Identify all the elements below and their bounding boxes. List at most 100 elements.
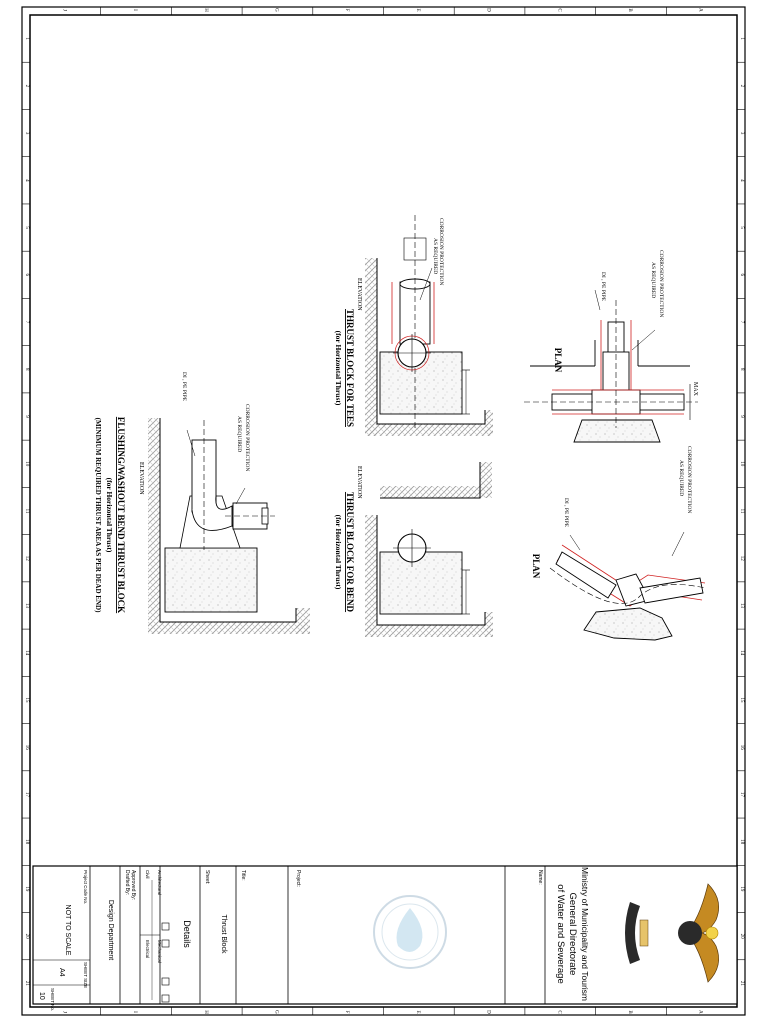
tees-subtitle: (for Horizontal Thrust) bbox=[334, 331, 343, 406]
grid-letter: A bbox=[698, 8, 703, 12]
tees-elev-corrosion-line2: AS REQUIRED bbox=[432, 238, 438, 274]
tees-plan-label: PLAN bbox=[553, 348, 563, 373]
sheet-size-value: A4 bbox=[58, 968, 65, 977]
grid-letter: A bbox=[698, 1010, 703, 1014]
grid-letter: C bbox=[556, 1010, 561, 1014]
grid-letter: H bbox=[203, 1010, 208, 1014]
grid-number: 4 bbox=[24, 179, 29, 182]
grid-number: 3 bbox=[24, 132, 29, 135]
tees-max-label: MAX bbox=[692, 382, 698, 397]
grid-number: 17 bbox=[739, 792, 744, 798]
ministry-logo bbox=[625, 883, 719, 983]
grid-number: 9 bbox=[739, 415, 744, 418]
grid-number: 16 bbox=[24, 745, 29, 751]
grid-letter: G bbox=[273, 8, 278, 12]
drafted-value: Design Department bbox=[107, 900, 114, 960]
tees-elev-corrosion-line1: CORROSION PROTECTION bbox=[438, 218, 444, 285]
grid-letter: D bbox=[486, 1010, 491, 1014]
flushing-title: FLUSHING/WASHOUT BEND THRUST BLOCK bbox=[116, 417, 126, 613]
grid-letter: I bbox=[132, 1011, 137, 1013]
sheet-size-label: SHEET SIZE bbox=[83, 962, 88, 988]
grid-letter: E bbox=[415, 1010, 420, 1013]
grid-number: 8 bbox=[24, 368, 29, 371]
grid-number: 13 bbox=[739, 603, 744, 609]
grid-letter: C bbox=[556, 8, 561, 12]
electrical-label: Electrical bbox=[145, 940, 150, 958]
grid-number: 9 bbox=[24, 415, 29, 418]
ministry-line-1: Ministry of Municipality and Tourism bbox=[580, 867, 590, 1001]
grid-number: 11 bbox=[24, 509, 29, 514]
grid-number: 13 bbox=[24, 603, 29, 609]
bend-elevation-drawing bbox=[365, 462, 493, 637]
grid-number: 15 bbox=[739, 697, 744, 703]
grid-number: 2 bbox=[24, 85, 29, 88]
bend-subtitle: (for Horizontal Thrust) bbox=[334, 515, 343, 590]
grid-number: 14 bbox=[24, 650, 29, 656]
name-label: Name: bbox=[537, 870, 543, 885]
tees-plan-corrosion-line2: AS REQUIRED bbox=[650, 262, 656, 298]
grid-number: 10 bbox=[24, 461, 29, 467]
sheet-number-value: 10 bbox=[38, 992, 45, 1000]
grid-number: 14 bbox=[739, 650, 744, 656]
grid-number: 1 bbox=[24, 37, 29, 40]
bend-plan-corrosion-line2: AS REQUIRED bbox=[678, 460, 684, 496]
grid-letter: J bbox=[61, 1011, 66, 1013]
flushing-note: (MINIMUM REQUIRED THRUST AREA AS PER DEA… bbox=[94, 418, 102, 613]
approved-label: Approved By: bbox=[130, 870, 136, 900]
sheet-label: Sheet: bbox=[204, 870, 210, 884]
grid-number: 20 bbox=[24, 934, 29, 940]
grid-number: 4 bbox=[739, 179, 744, 182]
grid-number: 17 bbox=[24, 792, 29, 798]
flushing-elevation-drawing bbox=[148, 418, 310, 634]
grid-number: 7 bbox=[24, 321, 29, 324]
grid-letter: B bbox=[627, 8, 632, 12]
grid-number: 15 bbox=[24, 697, 29, 703]
bend-plan-drawing bbox=[549, 531, 706, 641]
grid-letter: J bbox=[61, 9, 66, 11]
sheet-number-label: SHEET No. bbox=[50, 988, 55, 1011]
grid-number: 3 bbox=[739, 132, 744, 135]
grid-number: 20 bbox=[739, 934, 744, 940]
grid-letter: D bbox=[486, 8, 491, 12]
bend-plan-corrosion-line1: CORROSION PROTECTION bbox=[686, 446, 692, 513]
title-block bbox=[32, 865, 738, 1005]
tees-title-group: THRUST BLOCK FOR TEES (for Horizontal Th… bbox=[334, 218, 698, 427]
title-block-text: Ministry of Municipality and Tourism Gen… bbox=[38, 867, 590, 1011]
grid-letter: F bbox=[344, 9, 349, 12]
mechanical-label: Mechanical bbox=[157, 940, 162, 963]
grid-number: 12 bbox=[24, 556, 29, 562]
architectural-label: Architectural bbox=[157, 870, 162, 895]
tees-elevation-drawing bbox=[365, 215, 493, 436]
project-label: Project: bbox=[295, 870, 301, 887]
grid-number: 8 bbox=[739, 368, 744, 371]
flushing-subtitle: (for Horizontal Thrust) bbox=[105, 478, 114, 553]
grid-number: 5 bbox=[739, 226, 744, 229]
tees-pipe-label: DI , PE PIPE bbox=[600, 272, 606, 302]
flushing-title-group: FLUSHING/WASHOUT BEND THRUST BLOCK (for … bbox=[94, 372, 250, 613]
bend-plan-label: PLAN bbox=[531, 554, 541, 579]
title-label: Title: bbox=[240, 870, 246, 881]
grid-number: 12 bbox=[739, 556, 744, 562]
grid-number: 11 bbox=[739, 509, 744, 514]
grid-number: 6 bbox=[24, 274, 29, 277]
grid-letter: E bbox=[415, 8, 420, 11]
flushing-elevation-label: ELEVATION bbox=[138, 462, 144, 495]
bend-elevation-label: ELEVATION bbox=[356, 466, 362, 499]
flushing-corrosion-line2: AS REQUIRED bbox=[236, 416, 242, 452]
civil-label: Civil bbox=[145, 870, 150, 879]
ministry-line-2: General Directorate bbox=[567, 893, 578, 976]
sheet-frame bbox=[21, 6, 746, 1016]
water-drop-emblem bbox=[373, 895, 447, 969]
grid-number: 7 bbox=[739, 321, 744, 324]
drafted-label: Drafted By: bbox=[124, 870, 130, 895]
grid-letter: F bbox=[344, 1011, 349, 1014]
flushing-corrosion-line1: CORROSION PROTECTION bbox=[244, 404, 250, 471]
bend-title-group: THRUST BLOCK FOR BEND (for Horizontal Th… bbox=[334, 446, 692, 613]
bend-title: THRUST BLOCK FOR BEND bbox=[345, 492, 355, 613]
grid-number: 18 bbox=[24, 839, 29, 845]
tees-plan-drawing bbox=[524, 289, 698, 443]
grid-number: 19 bbox=[739, 886, 744, 892]
